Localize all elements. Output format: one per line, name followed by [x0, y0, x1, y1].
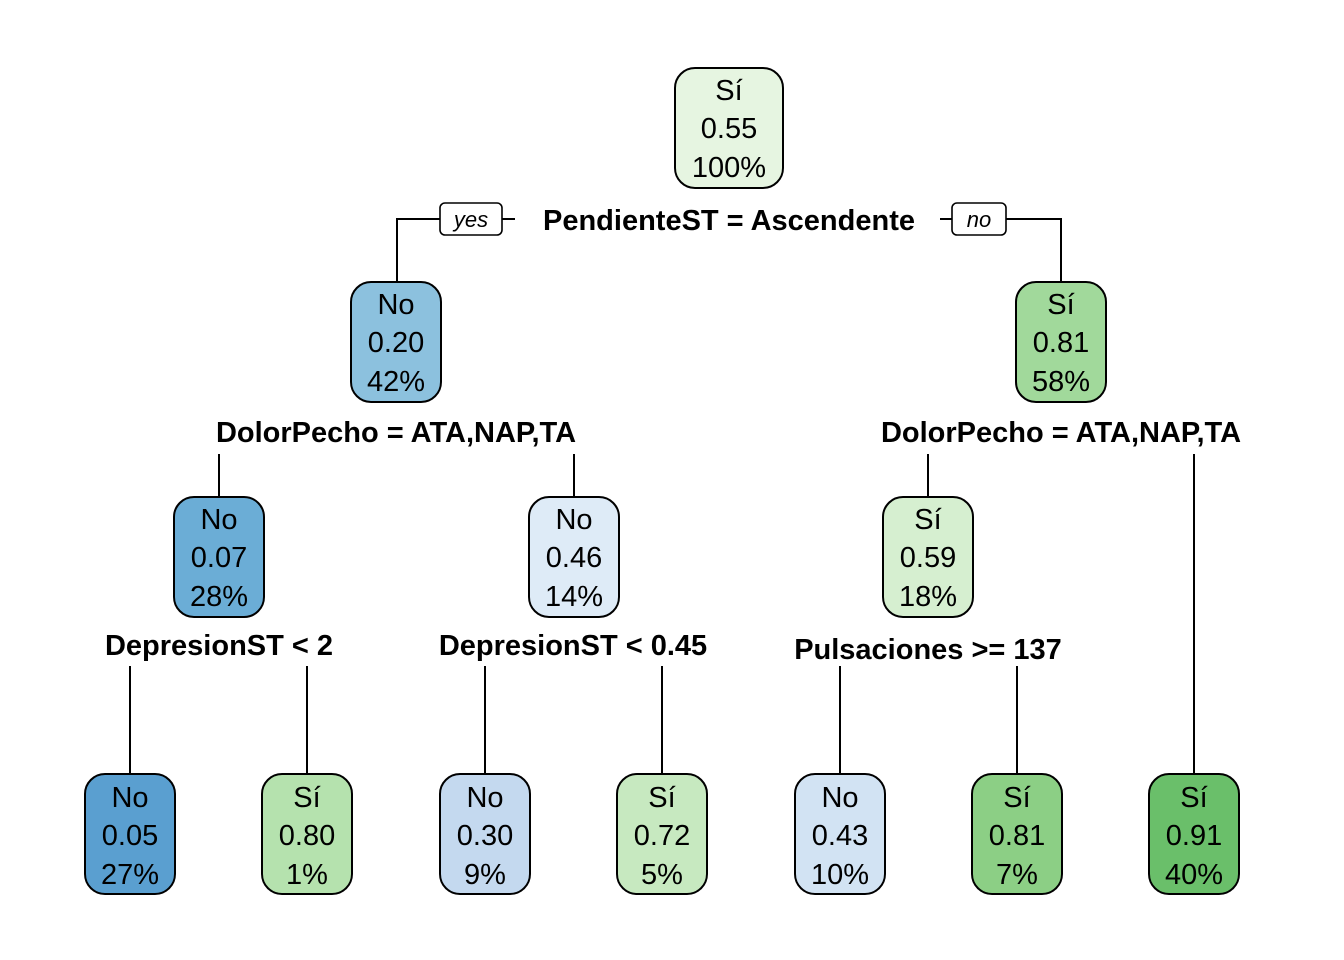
node-prob: 0.59: [900, 542, 956, 574]
node-prob: 0.55: [701, 113, 757, 145]
branch-yes-label: yes: [452, 207, 488, 232]
branch-yes-box: [439, 202, 503, 236]
node-prob: 0.81: [989, 820, 1045, 852]
split-label-n5: DepresionST < 0.45: [439, 630, 707, 662]
split-label-n6: Pulsaciones >= 137: [794, 634, 1062, 666]
node-box: [1015, 281, 1107, 403]
node-box: [261, 773, 353, 895]
node-prob: 0.72: [634, 820, 690, 852]
tree-node: Sí 0.59 18%: [882, 496, 974, 618]
node-pct: 100%: [692, 152, 766, 184]
node-box: [1148, 773, 1240, 895]
node-box: [674, 67, 784, 189]
node-class: Sí: [1180, 782, 1207, 814]
tree-node: No 0.07 28%: [173, 496, 265, 618]
node-pct: 58%: [1032, 366, 1090, 398]
node-pct: 18%: [899, 581, 957, 613]
tree-node: Sí 0.55 100%: [674, 67, 784, 189]
node-class: No: [821, 782, 858, 814]
node-box: [528, 496, 620, 618]
tree-node: Sí 0.81 7%: [971, 773, 1063, 895]
tree-nodes: Sí 0.55 100% No 0.20 42% Sí 0.81 58% No …: [84, 67, 1240, 895]
node-class: Sí: [715, 75, 742, 107]
node-pct: 14%: [545, 581, 603, 613]
branch-no-label: no: [967, 207, 991, 232]
node-prob: 0.81: [1033, 327, 1089, 359]
branch-yes: yes: [439, 202, 503, 236]
node-pct: 9%: [464, 859, 506, 891]
node-pct: 42%: [367, 366, 425, 398]
node-box: [84, 773, 176, 895]
node-class: No: [111, 782, 148, 814]
tree-node: No 0.46 14%: [528, 496, 620, 618]
node-pct: 1%: [286, 859, 328, 891]
tree-node: No 0.30 9%: [439, 773, 531, 895]
split-label-n2: DolorPecho = ATA,NAP,TA: [216, 417, 576, 449]
tree-node: Sí 0.72 5%: [616, 773, 708, 895]
node-pct: 5%: [641, 859, 683, 891]
tree-node: No 0.05 27%: [84, 773, 176, 895]
node-prob: 0.43: [812, 820, 868, 852]
node-class: No: [377, 289, 414, 321]
node-box: [971, 773, 1063, 895]
tree-node: No 0.20 42%: [350, 281, 442, 403]
node-prob: 0.05: [102, 820, 158, 852]
node-pct: 27%: [101, 859, 159, 891]
node-class: Sí: [914, 504, 941, 536]
tree-node: No 0.43 10%: [794, 773, 886, 895]
tree-node: Sí 0.81 58%: [1015, 281, 1107, 403]
node-pct: 10%: [811, 859, 869, 891]
node-pct: 40%: [1165, 859, 1223, 891]
node-box: [350, 281, 442, 403]
edge-root-left: [396, 218, 440, 282]
node-prob: 0.91: [1166, 820, 1222, 852]
split-label-n3: DolorPecho = ATA,NAP,TA: [881, 417, 1241, 449]
node-class: Sí: [1003, 782, 1030, 814]
branch-no: no: [951, 202, 1007, 236]
edge-root-right: [1006, 218, 1062, 282]
node-box: [882, 496, 974, 618]
node-pct: 7%: [996, 859, 1038, 891]
node-class: No: [466, 782, 503, 814]
node-prob: 0.20: [368, 327, 424, 359]
node-box: [616, 773, 708, 895]
tree-edges: [129, 218, 1195, 774]
node-prob: 0.80: [279, 820, 335, 852]
node-box: [794, 773, 886, 895]
node-box: [439, 773, 531, 895]
node-prob: 0.30: [457, 820, 513, 852]
node-prob: 0.46: [546, 542, 602, 574]
node-class: Sí: [648, 782, 675, 814]
node-class: Sí: [1047, 289, 1074, 321]
node-pct: 28%: [190, 581, 248, 613]
node-prob: 0.07: [191, 542, 247, 574]
branch-no-box: [951, 202, 1007, 236]
node-box: [173, 496, 265, 618]
split-label-root: PendienteST = Ascendente: [543, 205, 915, 237]
node-class: No: [555, 504, 592, 536]
tree-node: Sí 0.91 40%: [1148, 773, 1240, 895]
node-class: Sí: [293, 782, 320, 814]
split-label-n4: DepresionST < 2: [105, 630, 333, 662]
node-class: No: [200, 504, 237, 536]
tree-node: Sí 0.80 1%: [261, 773, 353, 895]
